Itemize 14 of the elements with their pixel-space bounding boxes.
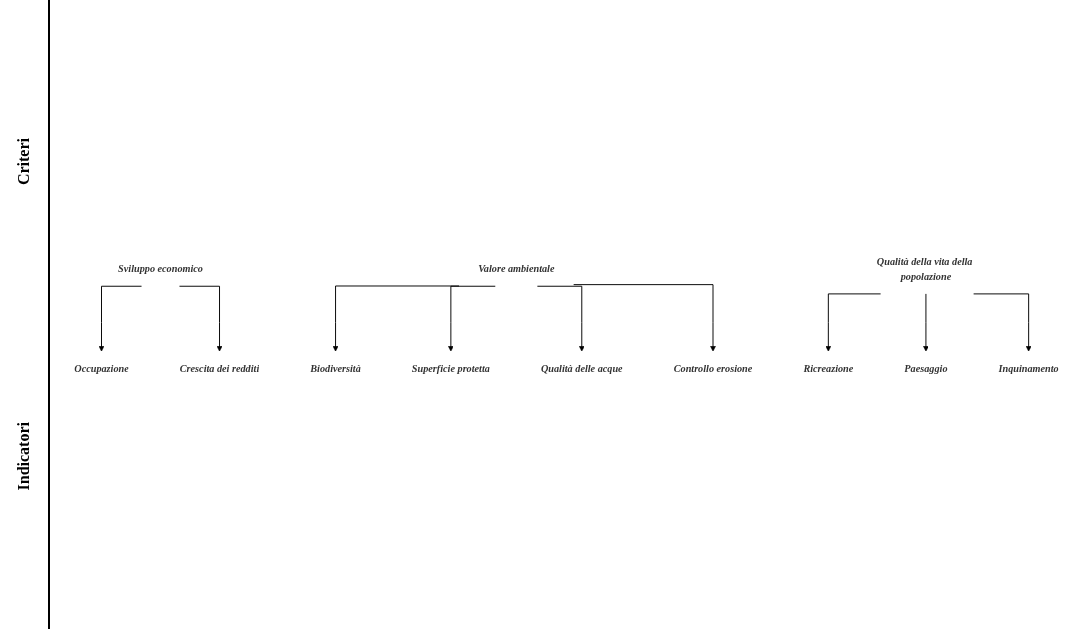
- node-text: Qualità della vita della popolazione: [876, 255, 973, 282]
- axis-label: Criteri: [15, 138, 33, 186]
- node-text: Ricreazione: [803, 362, 854, 374]
- node-text: Biodiversità: [310, 362, 361, 374]
- axis-label: Indicatori: [15, 422, 33, 491]
- node-text: Valore ambientale: [478, 262, 555, 274]
- node-text: Sviluppo economico: [118, 262, 203, 274]
- node-text: Superficie protetta: [411, 362, 490, 374]
- node-text: Inquinamento: [998, 362, 1059, 374]
- node-text: Controllo erosione: [673, 362, 753, 374]
- node-text: Occupazione: [74, 362, 129, 374]
- node-text: Crescita dei redditi: [179, 362, 260, 374]
- node-text: Paesaggio: [904, 362, 948, 374]
- node-text: Qualità delle acque: [540, 362, 623, 374]
